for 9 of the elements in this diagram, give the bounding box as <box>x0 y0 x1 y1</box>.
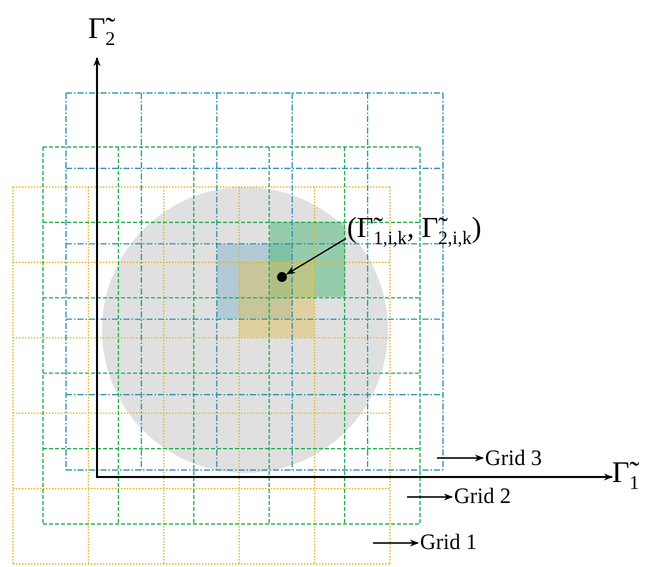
grid-label: Grid 3 <box>485 447 542 469</box>
axis-label: Γ̃$_{1}$ <box>612 458 640 494</box>
arrow <box>407 493 453 501</box>
leader-line <box>286 238 346 275</box>
grid-label: Grid 2 <box>454 485 511 507</box>
grid-label: Grid 1 <box>420 531 477 553</box>
axis-label: Γ̃$_{2}$ <box>88 14 116 50</box>
arrow <box>437 454 484 462</box>
arrow <box>373 539 419 547</box>
